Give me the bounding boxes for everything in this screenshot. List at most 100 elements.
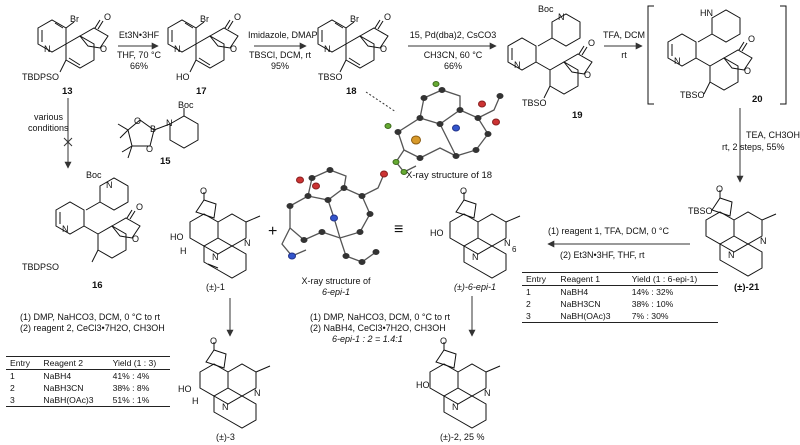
structure-15 — [117, 108, 199, 159]
xray-6-epi-1-image — [281, 167, 388, 265]
label-2: (±)-2, 25 % — [440, 432, 485, 442]
cond-6epi-step2: (2) NaBH4, CeCl3•7H2O, CH3OH — [310, 323, 446, 333]
atom-o-15b: O — [146, 144, 154, 154]
table-cell: NaBH4 — [560, 287, 589, 297]
label-15: 15 — [160, 156, 171, 167]
structure-13 — [37, 19, 109, 73]
caption-xray-6-epi-1-a: X-ray structure of — [301, 276, 371, 286]
atom-br-17: Br — [200, 14, 209, 24]
atom-o-15a: O — [134, 116, 142, 126]
table-header: Reagent 2 — [39, 356, 109, 370]
atom-n-15: N — [166, 118, 173, 128]
atom-ho-3: HO — [178, 384, 192, 394]
table-cell: 2 — [10, 383, 15, 393]
cond-6epi-step1: (1) DMP, NaHCO3, DCM, 0 °C to rt — [310, 312, 450, 322]
cond-step1-solvent: THF, 70 °C — [116, 50, 162, 60]
atom-o-2: O — [440, 336, 448, 346]
table-row: 3 NaBH(OAc)3 51% : 1% — [6, 394, 170, 407]
table-header: Reagent 1 — [556, 272, 628, 286]
table-cell: 41% : 4% — [112, 371, 150, 381]
cond-step3-reagent: 15, Pd(dba)2, CsCO3 — [409, 30, 497, 40]
label-3: (±)-3 — [216, 432, 235, 442]
atom-o-3: O — [210, 336, 218, 346]
atom-n-18: N — [324, 44, 331, 54]
cond-step4-temp: rt — [621, 50, 627, 60]
table-cell: 2 — [526, 299, 531, 309]
atom-hn-20: HN — [700, 8, 713, 18]
table-row: 1 NaBH4 14% : 32% — [522, 286, 718, 299]
atom-boc-15: Boc — [178, 100, 194, 110]
cond-step4-reagent: TFA, DCM — [603, 30, 645, 40]
atom-o2-13: O — [104, 12, 112, 22]
label-13: 13 — [62, 86, 73, 97]
atom-o-17: O — [230, 44, 238, 54]
table-cell: NaBH3CN — [43, 383, 84, 393]
label-19: 19 — [572, 110, 583, 121]
atom-6-6epi1: 6 — [512, 245, 517, 254]
atom-n-20: N — [674, 56, 681, 66]
structure-6-epi-1 — [449, 192, 521, 279]
cond-step5-reagent: TEA, CH3OH — [746, 130, 800, 140]
cond-step1-yield: 66% — [129, 61, 148, 71]
reagent-2-table: Entry Reagent 2 Yield (1 : 3) 1 NaBH4 41… — [6, 356, 170, 407]
atom-tbso-18: TBSO — [318, 72, 343, 82]
atom-o-21: O — [716, 184, 724, 194]
table-row: 1 NaBH4 41% : 4% — [6, 370, 170, 383]
atom-n-13: N — [44, 44, 51, 54]
atom-n-16: N — [62, 224, 69, 234]
table-cell: 51% : 1% — [108, 394, 170, 407]
cond-21-step1: (1) reagent 1, TFA, DCM, 0 °C — [548, 226, 669, 236]
table-cell: 3 — [6, 394, 40, 407]
atom-b-15: B — [150, 124, 157, 134]
atom-o-6epi1: O — [460, 186, 468, 196]
table-cell: 3 — [522, 310, 557, 323]
atom-tbso-21: TBSO — [688, 206, 713, 216]
atom-n2-6epi1: N — [504, 238, 511, 248]
atom-n2-2: N — [484, 388, 491, 398]
table-cell: 1 — [10, 371, 15, 381]
atom-tbso-20: TBSO — [680, 90, 705, 100]
atom-h-1: H — [180, 246, 187, 256]
table-header: Entry — [6, 356, 40, 370]
cond-21-step2: (2) Et3N•3HF, THF, rt — [560, 250, 645, 260]
cond-step1-reagent: Et3N•3HF — [118, 30, 160, 40]
structure-2 — [429, 342, 501, 429]
label-16: 16 — [92, 280, 103, 291]
table-cell: 7% : 30% — [627, 310, 718, 323]
atom-ho-1: HO — [170, 232, 184, 242]
atom-o2-19: O — [588, 38, 596, 48]
atom-o2-20: O — [748, 34, 756, 44]
atom-br-13: Br — [70, 14, 79, 24]
atom-n2-16: N — [106, 180, 113, 190]
atom-n2-1: N — [244, 238, 251, 248]
atom-h-3: H — [192, 396, 199, 406]
atom-n-1: N — [212, 252, 219, 262]
table-header: Yield (1 : 6-epi-1) — [627, 272, 718, 286]
structure-3 — [199, 342, 271, 429]
cond-step2-solvent: TBSCl, DCM, rt — [249, 50, 311, 60]
table-cell: NaBH3CN — [560, 299, 601, 309]
atom-o2-18: O — [384, 12, 392, 22]
cond-various-b: conditions — [28, 123, 69, 133]
table-cell: NaBH4 — [43, 371, 72, 381]
atom-o-13: O — [100, 44, 108, 54]
table-cell: 14% : 32% — [631, 287, 674, 297]
table-row: 3 NaBH(OAc)3 7% : 30% — [522, 310, 718, 323]
label-18: 18 — [346, 86, 357, 97]
structure-17 — [167, 19, 239, 73]
structure-18 — [317, 19, 389, 73]
label-1: (±)-1 — [206, 282, 225, 292]
cond-1-step2: (2) reagent 2, CeCl3•7H2O, CH3OH — [20, 323, 165, 333]
atom-o-1: O — [200, 186, 208, 196]
equiv-sign: ≡ — [394, 221, 404, 238]
structure-21 — [705, 190, 777, 277]
atom-tbdpso-13: TBDPSO — [22, 72, 60, 82]
table-cell: 1 — [526, 287, 531, 297]
plus-sign: + — [268, 223, 278, 240]
xray-18-image — [384, 81, 504, 175]
cond-various-a: various — [34, 112, 64, 122]
table-header-row: Entry Reagent 2 Yield (1 : 3) — [6, 356, 170, 370]
atom-boc-16: Boc — [86, 170, 102, 180]
